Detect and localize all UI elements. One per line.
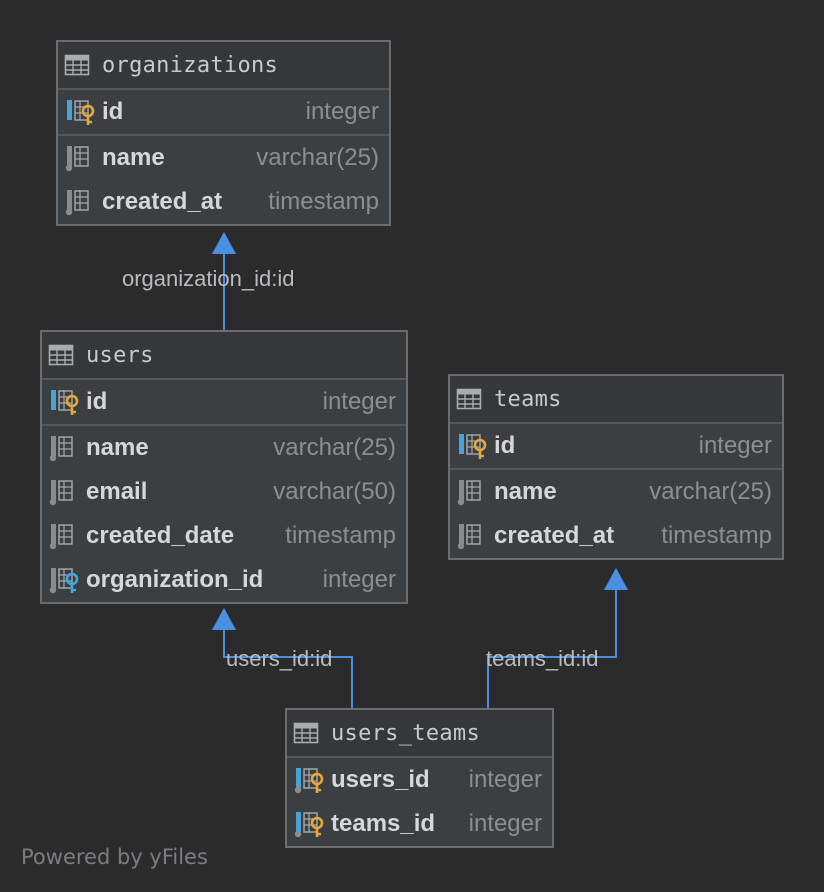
column-row[interactable]: id integer [450,424,782,468]
arrowhead-icon [212,608,236,630]
column-icon [457,524,481,550]
primary-key-section: id integer [450,424,782,468]
primary-foreign-key-icon [294,768,324,794]
column-type: integer [322,566,396,593]
column-type: integer [468,810,542,837]
entity-header: users [42,332,406,380]
column-type: timestamp [268,188,379,215]
column-icon [49,524,73,550]
column-name: name [86,434,149,461]
foreign-key-icon [49,568,79,594]
column-name: created_at [102,188,223,215]
entity-title: organizations [102,52,279,78]
relation-label: users_id:id [226,646,333,671]
column-row[interactable]: organization_id integer [42,558,406,602]
entity-users[interactable]: users id integer name varchar(25) email varcha… [40,330,408,604]
column-section: name varchar(25) created_at timestamp [450,468,782,558]
column-section: name varchar(25) email varchar(50) created_d… [42,424,406,602]
column-name: id [102,98,124,125]
entity-title: teams [494,386,562,412]
relation-label: teams_id:id [486,646,599,671]
entity-header: teams [450,376,782,424]
relation-line-users-teams-to-teams[interactable] [487,572,617,708]
entity-title: users_teams [331,720,480,746]
column-row[interactable]: name varchar(25) [58,136,389,180]
column-row[interactable]: created_at timestamp [450,514,782,558]
table-icon [293,722,319,744]
column-row[interactable]: email varchar(50) [42,470,406,514]
table-icon [456,388,482,410]
column-row[interactable]: name varchar(25) [42,426,406,470]
column-name: created_date [86,522,235,549]
column-row[interactable]: created_at timestamp [58,180,389,224]
column-type: integer [468,766,542,793]
column-row[interactable]: id integer [58,90,389,134]
column-name: id [494,432,516,459]
primary-key-icon [51,390,79,415]
column-icon [49,480,73,506]
column-name: name [102,144,165,171]
column-row[interactable]: teams_id integer [287,802,552,846]
column-name: users_id [331,766,430,793]
column-name: id [86,388,108,415]
primary-foreign-key-icon [294,812,324,838]
entity-header: organizations [58,42,389,90]
column-row[interactable]: id integer [42,380,406,424]
primary-key-icon [67,100,95,125]
entity-title: users [86,342,154,368]
column-name: teams_id [331,810,436,837]
column-type: timestamp [285,522,396,549]
column-type: varchar(25) [256,144,379,171]
entity-organizations[interactable]: organizations id integer name varchar(25) cre… [56,40,391,226]
column-name: name [494,478,557,505]
column-name: email [86,478,148,505]
column-type: varchar(25) [649,478,772,505]
column-row[interactable]: users_id integer [287,758,552,802]
column-type: integer [322,388,396,415]
arrowhead-icon [212,232,236,254]
column-type: integer [305,98,379,125]
column-type: varchar(50) [273,478,396,505]
column-row[interactable]: name varchar(25) [450,470,782,514]
relation-label: organization_id:id [122,266,295,291]
entity-teams[interactable]: teams id integer name varchar(25) created_at t… [448,374,784,560]
column-icon [457,480,481,506]
table-icon [64,54,90,76]
primary-key-section: id integer [42,380,406,424]
column-type: timestamp [661,522,772,549]
column-row[interactable]: created_date timestamp [42,514,406,558]
column-name: created_at [494,522,615,549]
column-section: name varchar(25) created_at timestamp [58,134,389,224]
table-icon [48,344,74,366]
column-type: varchar(25) [273,434,396,461]
arrowhead-icon [604,568,628,590]
primary-key-icon [459,434,487,459]
column-icon [65,190,89,216]
column-icon [49,436,73,462]
entity-header: users_teams [287,710,552,758]
column-type: integer [698,432,772,459]
powered-by-label: Powered by yFiles [21,845,208,869]
primary-key-section: id integer [58,90,389,134]
column-name: organization_id [86,566,264,593]
column-icon [65,146,89,172]
